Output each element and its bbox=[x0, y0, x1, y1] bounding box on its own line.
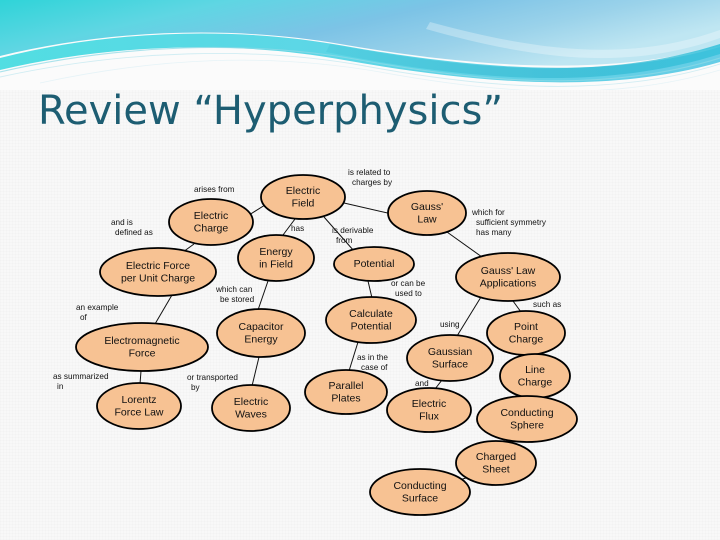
concept-map-link-label: such as bbox=[533, 300, 561, 309]
concept-map-edge bbox=[512, 300, 522, 313]
concept-map-edge bbox=[257, 280, 269, 311]
concept-map-edge bbox=[446, 231, 483, 258]
concept-node-shape bbox=[211, 384, 291, 432]
concept-node-shape bbox=[237, 234, 315, 282]
concept-node-shape bbox=[304, 369, 388, 415]
concept-map-edge bbox=[251, 356, 260, 387]
concept-node-shape bbox=[406, 334, 494, 382]
concept-node-shape bbox=[386, 387, 472, 433]
concept-node-potential[interactable]: Potential bbox=[333, 246, 415, 282]
concept-map-edge bbox=[323, 216, 355, 252]
concept-node-shape bbox=[260, 174, 346, 220]
concept-node-shape bbox=[96, 382, 182, 430]
concept-map-link-label: has bbox=[291, 224, 304, 233]
concept-node-shape bbox=[99, 247, 217, 297]
concept-node-label: Potential bbox=[354, 258, 395, 270]
page-title: Review “Hyperphysics” bbox=[38, 88, 504, 134]
concept-node-shape bbox=[325, 296, 417, 344]
concept-map-edge bbox=[343, 202, 393, 215]
concept-map-edge bbox=[139, 370, 142, 385]
concept-map-edge bbox=[282, 218, 296, 236]
concept-node-shape bbox=[369, 468, 471, 516]
concept-node-shape bbox=[455, 440, 537, 486]
concept-map-edge bbox=[348, 341, 359, 372]
concept-node-shape bbox=[168, 198, 254, 246]
concept-map-edge bbox=[154, 294, 173, 325]
concept-node-shape bbox=[476, 395, 578, 443]
concept-map-link-label: using bbox=[440, 320, 460, 329]
concept-node-shape bbox=[216, 308, 306, 358]
concept-node-gauss-law[interactable]: Gauss'Law bbox=[387, 190, 467, 236]
concept-map-link-label: arises from bbox=[194, 185, 235, 194]
concept-node-shape bbox=[455, 252, 561, 302]
concept-node-shape bbox=[75, 322, 209, 372]
concept-map-link-label: and bbox=[415, 379, 429, 388]
concept-node-shape bbox=[333, 246, 415, 282]
concept-map-edge bbox=[456, 296, 482, 337]
concept-node-label: Gauss'Law bbox=[411, 201, 443, 226]
concept-node-shape bbox=[387, 190, 467, 236]
concept-map-edge bbox=[248, 204, 266, 216]
concept-map-edge bbox=[367, 280, 373, 299]
